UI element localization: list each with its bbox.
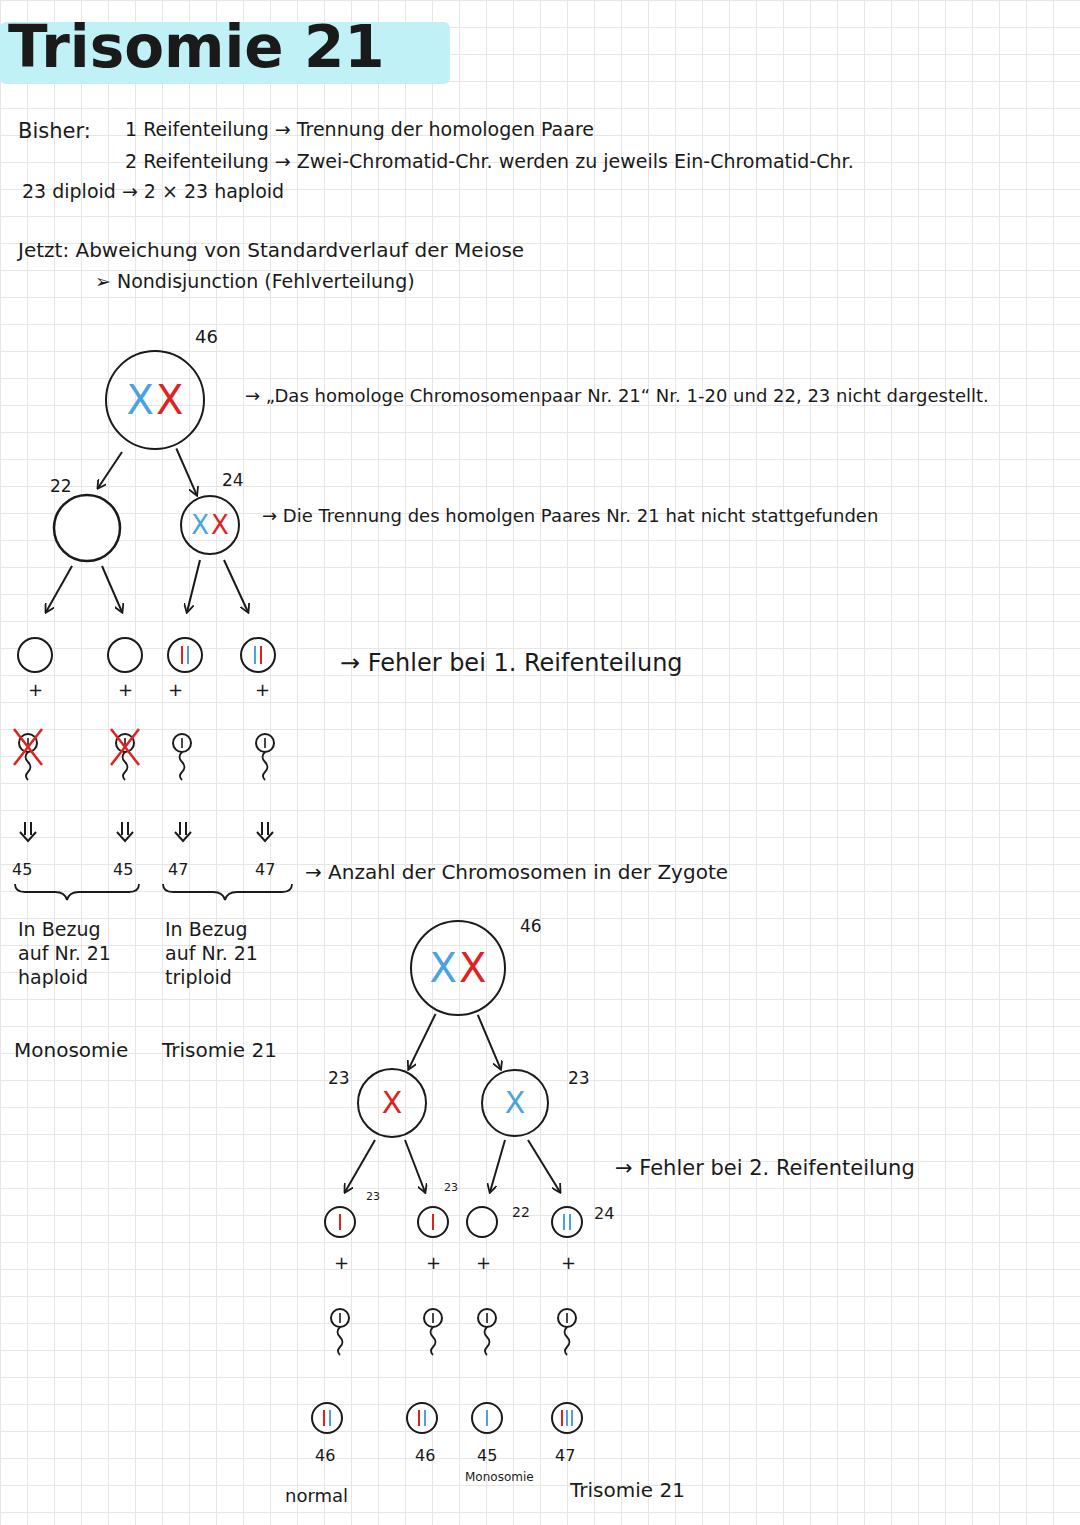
note-text: → „Das homologe Chromosomenpaar Nr. 21“ … <box>245 385 1035 408</box>
chromosome-mark: X <box>382 1088 403 1118</box>
note-text: In Bezug auf Nr. 21 haploid <box>18 918 133 989</box>
note-text: → Die Trennung des homolgen Paares Nr. 2… <box>262 505 878 528</box>
division-arrow <box>409 1014 436 1069</box>
note-text: + <box>426 1252 441 1275</box>
note-text: normal <box>285 1485 348 1508</box>
page-title: Trisomie 21 <box>8 14 385 81</box>
note-text: 22 <box>50 476 72 497</box>
gametes-1 <box>14 729 292 900</box>
note-text: + <box>118 679 133 702</box>
note-text: 46 <box>415 1446 435 1466</box>
note-text: 23 <box>366 1190 380 1204</box>
chromosome-mark: X <box>459 948 486 988</box>
chromosome-mark: X <box>156 380 183 420</box>
note-text: → Fehler bei 2. Reifenteilung <box>615 1155 915 1181</box>
cell-circle: XX <box>105 350 205 450</box>
note-text: Monosomie <box>465 1470 534 1485</box>
chromosome-mark: X <box>505 1088 526 1118</box>
note-text: Trisomie 21 <box>570 1478 685 1503</box>
note-text: 46 <box>520 916 542 937</box>
note-text: 45 <box>477 1446 497 1466</box>
note-text: → Fehler bei 1. Reifenteilung <box>340 648 683 678</box>
note-text: → Anzahl der Chromosomen in der Zygote <box>305 860 728 885</box>
note-text: Trisomie 21 <box>162 1038 277 1063</box>
cell-circle: X <box>357 1068 427 1138</box>
note-text: 22 <box>512 1204 530 1222</box>
note-text: 46 <box>195 326 218 349</box>
cell-circle: X <box>481 1069 549 1137</box>
note-text: + <box>255 679 270 702</box>
note-text: 45 <box>113 860 133 880</box>
note-text: 45 <box>12 860 32 880</box>
note-text: Bisher: <box>18 118 91 144</box>
note-text: 23 <box>568 1068 590 1089</box>
division-arrow <box>478 1015 501 1069</box>
note-text: In Bezug auf Nr. 21 triploid <box>165 918 280 989</box>
note-text: Monosomie <box>14 1038 128 1063</box>
note-text: 23 diploid → 2 × 23 haploid <box>22 180 284 204</box>
note-text: 47 <box>555 1446 575 1466</box>
note-text: 2 Reifenteilung → Zwei-Chromatid-Chr. we… <box>125 150 854 174</box>
gametes-2 <box>331 1309 576 1355</box>
note-text: + <box>168 679 183 702</box>
division-arrow <box>176 449 196 495</box>
note-text: 1 Reifenteilung → Trennung der homologen… <box>125 118 594 142</box>
note-text: + <box>476 1252 491 1275</box>
chromosome-mark: X <box>127 380 154 420</box>
note-text: 23 <box>444 1181 458 1195</box>
meiosis-2-tree <box>325 1140 582 1237</box>
note-text: + <box>334 1252 349 1275</box>
note-text: + <box>561 1252 576 1275</box>
note-text: 47 <box>168 860 188 880</box>
note-text: 24 <box>594 1204 614 1224</box>
chromosome-mark: X <box>430 948 457 988</box>
note-text: Jetzt: Abweichung von Standardverlauf de… <box>18 238 524 263</box>
zygotes <box>312 1403 582 1433</box>
cell-circle: XX <box>180 495 240 555</box>
note-text: 47 <box>255 860 275 880</box>
note-text: 23 <box>328 1068 350 1089</box>
chromosome-mark: X <box>211 512 229 538</box>
note-text: 46 <box>315 1446 335 1466</box>
meiosis-1-tree <box>18 452 275 672</box>
note-text: + <box>28 679 43 702</box>
note-text: ➢ Nondisjunction (Fehlverteilung) <box>95 270 415 294</box>
note-text: 24 <box>222 470 244 491</box>
chromosome-mark: X <box>191 512 209 538</box>
cell-circle: XX <box>410 920 506 1016</box>
